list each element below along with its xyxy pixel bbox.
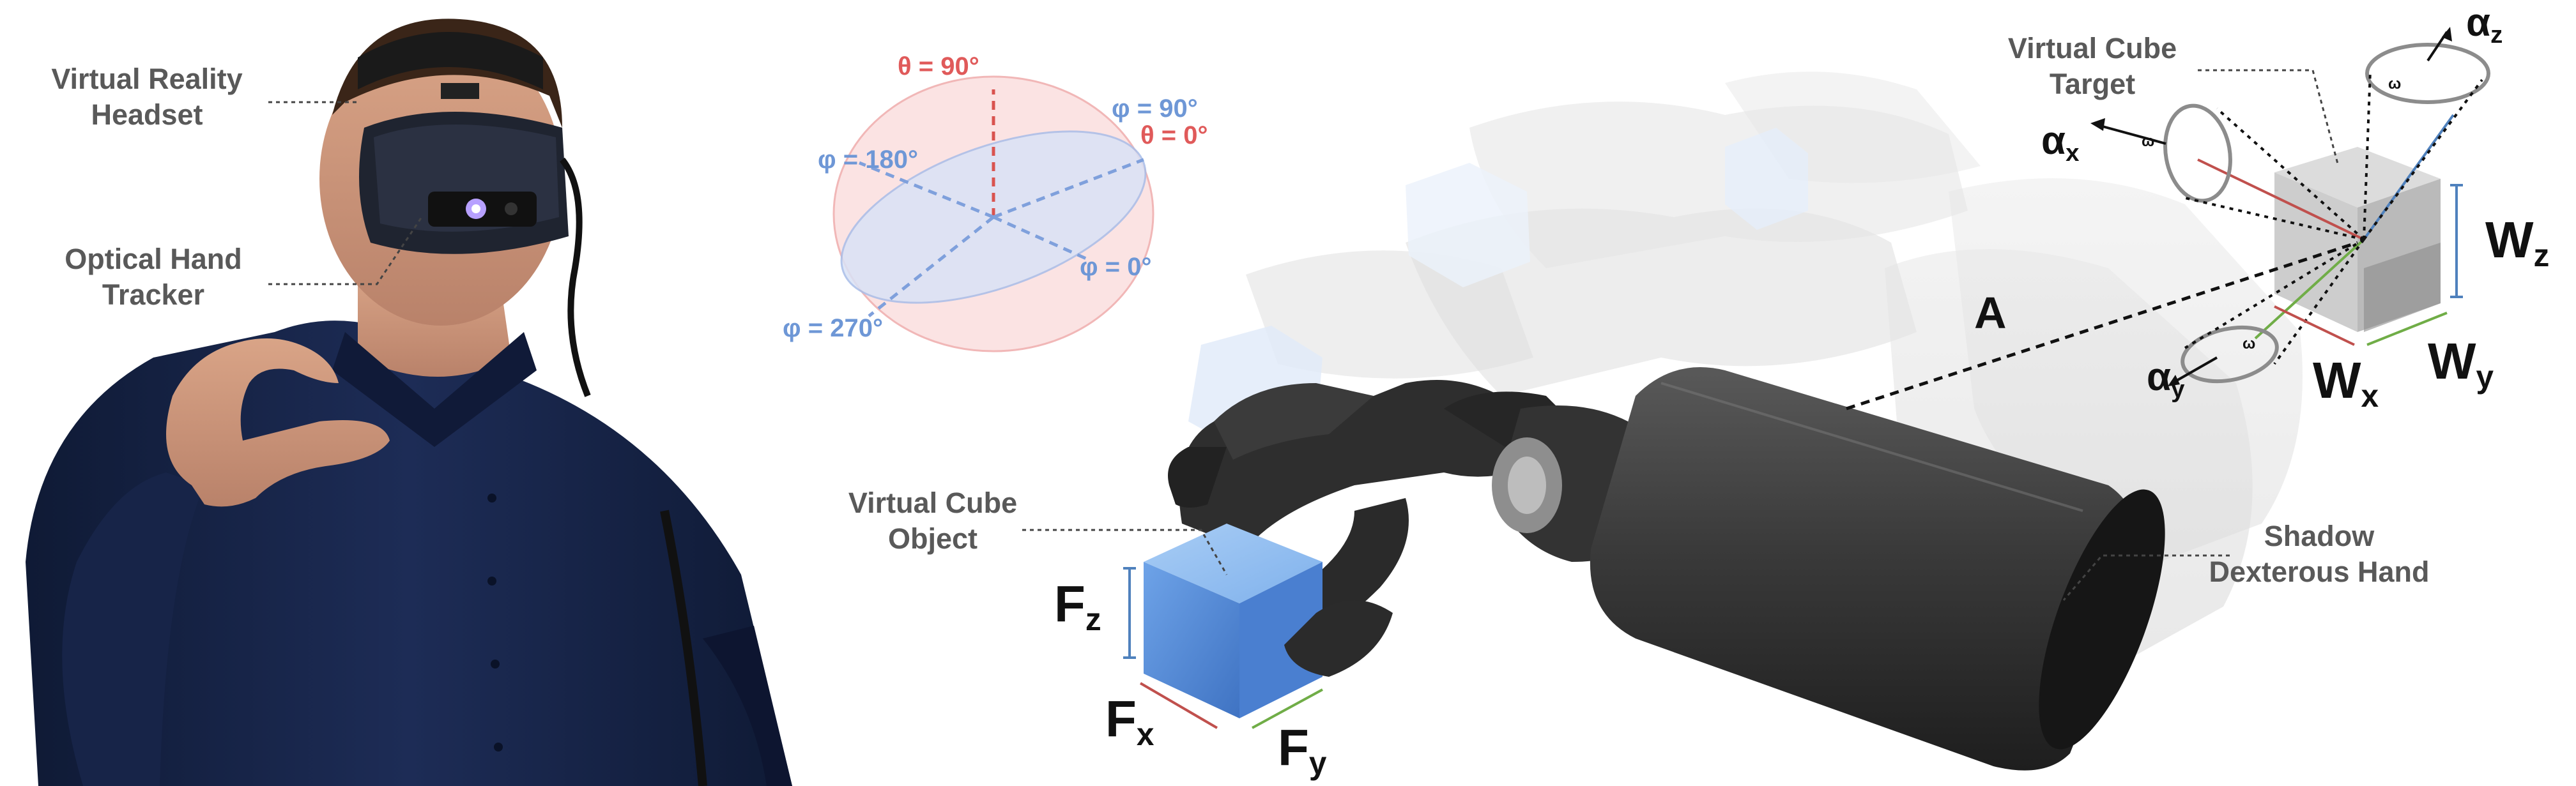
force-z-base: F [1054, 575, 1085, 632]
orientation-sphere [832, 75, 1154, 352]
width-y-base: W [2428, 333, 2476, 389]
shadow-hand-label-line-1: Shadow [2264, 520, 2375, 552]
width-z-label: Wz [2485, 211, 2549, 274]
object-dimension-lines [1123, 567, 1323, 729]
width-z-base: W [2485, 211, 2534, 268]
shadow-hand-label-line-2: Dexterous Hand [2209, 555, 2430, 588]
force-y-sub: y [1308, 744, 1327, 781]
cube-target-label-line-1: Virtual Cube [2007, 32, 2177, 64]
cube-target-label: Virtual Cube Target [1987, 31, 2198, 102]
omega-z-label: ω [2388, 75, 2402, 93]
width-x-sub: x [2361, 377, 2379, 414]
shadow-hand-label: Shadow Dexterous Hand [2198, 518, 2441, 590]
alpha-z-base: α [2466, 1, 2491, 45]
omega-y-label: ω [2242, 335, 2256, 352]
force-x-sub: x [1136, 716, 1154, 752]
width-z-sub: z [2533, 237, 2550, 273]
target-dimension-lines [2274, 184, 2463, 346]
headset-label-line-1: Virtual Reality [51, 63, 243, 95]
force-x-label: Fx [1105, 690, 1154, 753]
virtual-cube-object [1144, 524, 1393, 718]
width-x-base: W [2313, 352, 2361, 409]
alpha-z-sub: z [2490, 20, 2503, 49]
shadow-hand-model [1168, 367, 2165, 771]
distance-line [1846, 241, 2358, 411]
omega-x-label: ω [2142, 133, 2155, 150]
virtual-cube-target [2090, 27, 2490, 386]
force-z-label: Fz [1054, 575, 1101, 638]
scene-leader-lines [1022, 69, 2340, 601]
theta-0-label: θ = 0° [1140, 121, 1208, 149]
cube-object-label-line-1: Virtual Cube [848, 487, 1018, 519]
force-z-sub: z [1085, 601, 1101, 637]
theta-90-label: θ = 90° [898, 52, 979, 80]
person-photo [26, 19, 792, 786]
phi-90-label: φ = 90° [1112, 94, 1198, 123]
force-y-base: F [1278, 719, 1309, 776]
phi-270-label: φ = 270° [783, 314, 883, 342]
force-x-base: F [1105, 690, 1137, 747]
phi-0-label: φ = 0° [1080, 253, 1152, 281]
distance-symbol: A [1974, 288, 2007, 338]
headset-label-line-2: Headset [91, 98, 203, 131]
headset-label: Virtual Reality Headset [26, 61, 268, 133]
alpha-y-base: α [2147, 355, 2172, 399]
cube-object-label-line-2: Object [887, 522, 978, 555]
tracker-label-line-1: Optical Hand [65, 243, 242, 275]
phi-180-label: φ = 180° [818, 146, 918, 174]
alpha-y-label: αy [2147, 354, 2185, 404]
tracker-label: Optical Hand Tracker [45, 241, 262, 313]
alpha-y-sub: y [2171, 375, 2185, 403]
width-y-label: Wy [2428, 332, 2494, 395]
alpha-x-base: α [2041, 119, 2066, 163]
width-x-label: Wx [2313, 351, 2379, 414]
alpha-z-label: αz [2466, 0, 2503, 49]
cube-object-label: Virtual Cube Object [837, 485, 1029, 557]
alpha-x-label: αx [2041, 118, 2080, 167]
person-leader-lines [268, 101, 423, 285]
force-y-label: Fy [1278, 718, 1326, 782]
cube-target-label-line-2: Target [2049, 68, 2136, 100]
width-y-sub: y [2476, 358, 2494, 395]
alpha-x-sub: x [2066, 139, 2080, 167]
tracker-label-line-2: Tracker [102, 278, 205, 311]
